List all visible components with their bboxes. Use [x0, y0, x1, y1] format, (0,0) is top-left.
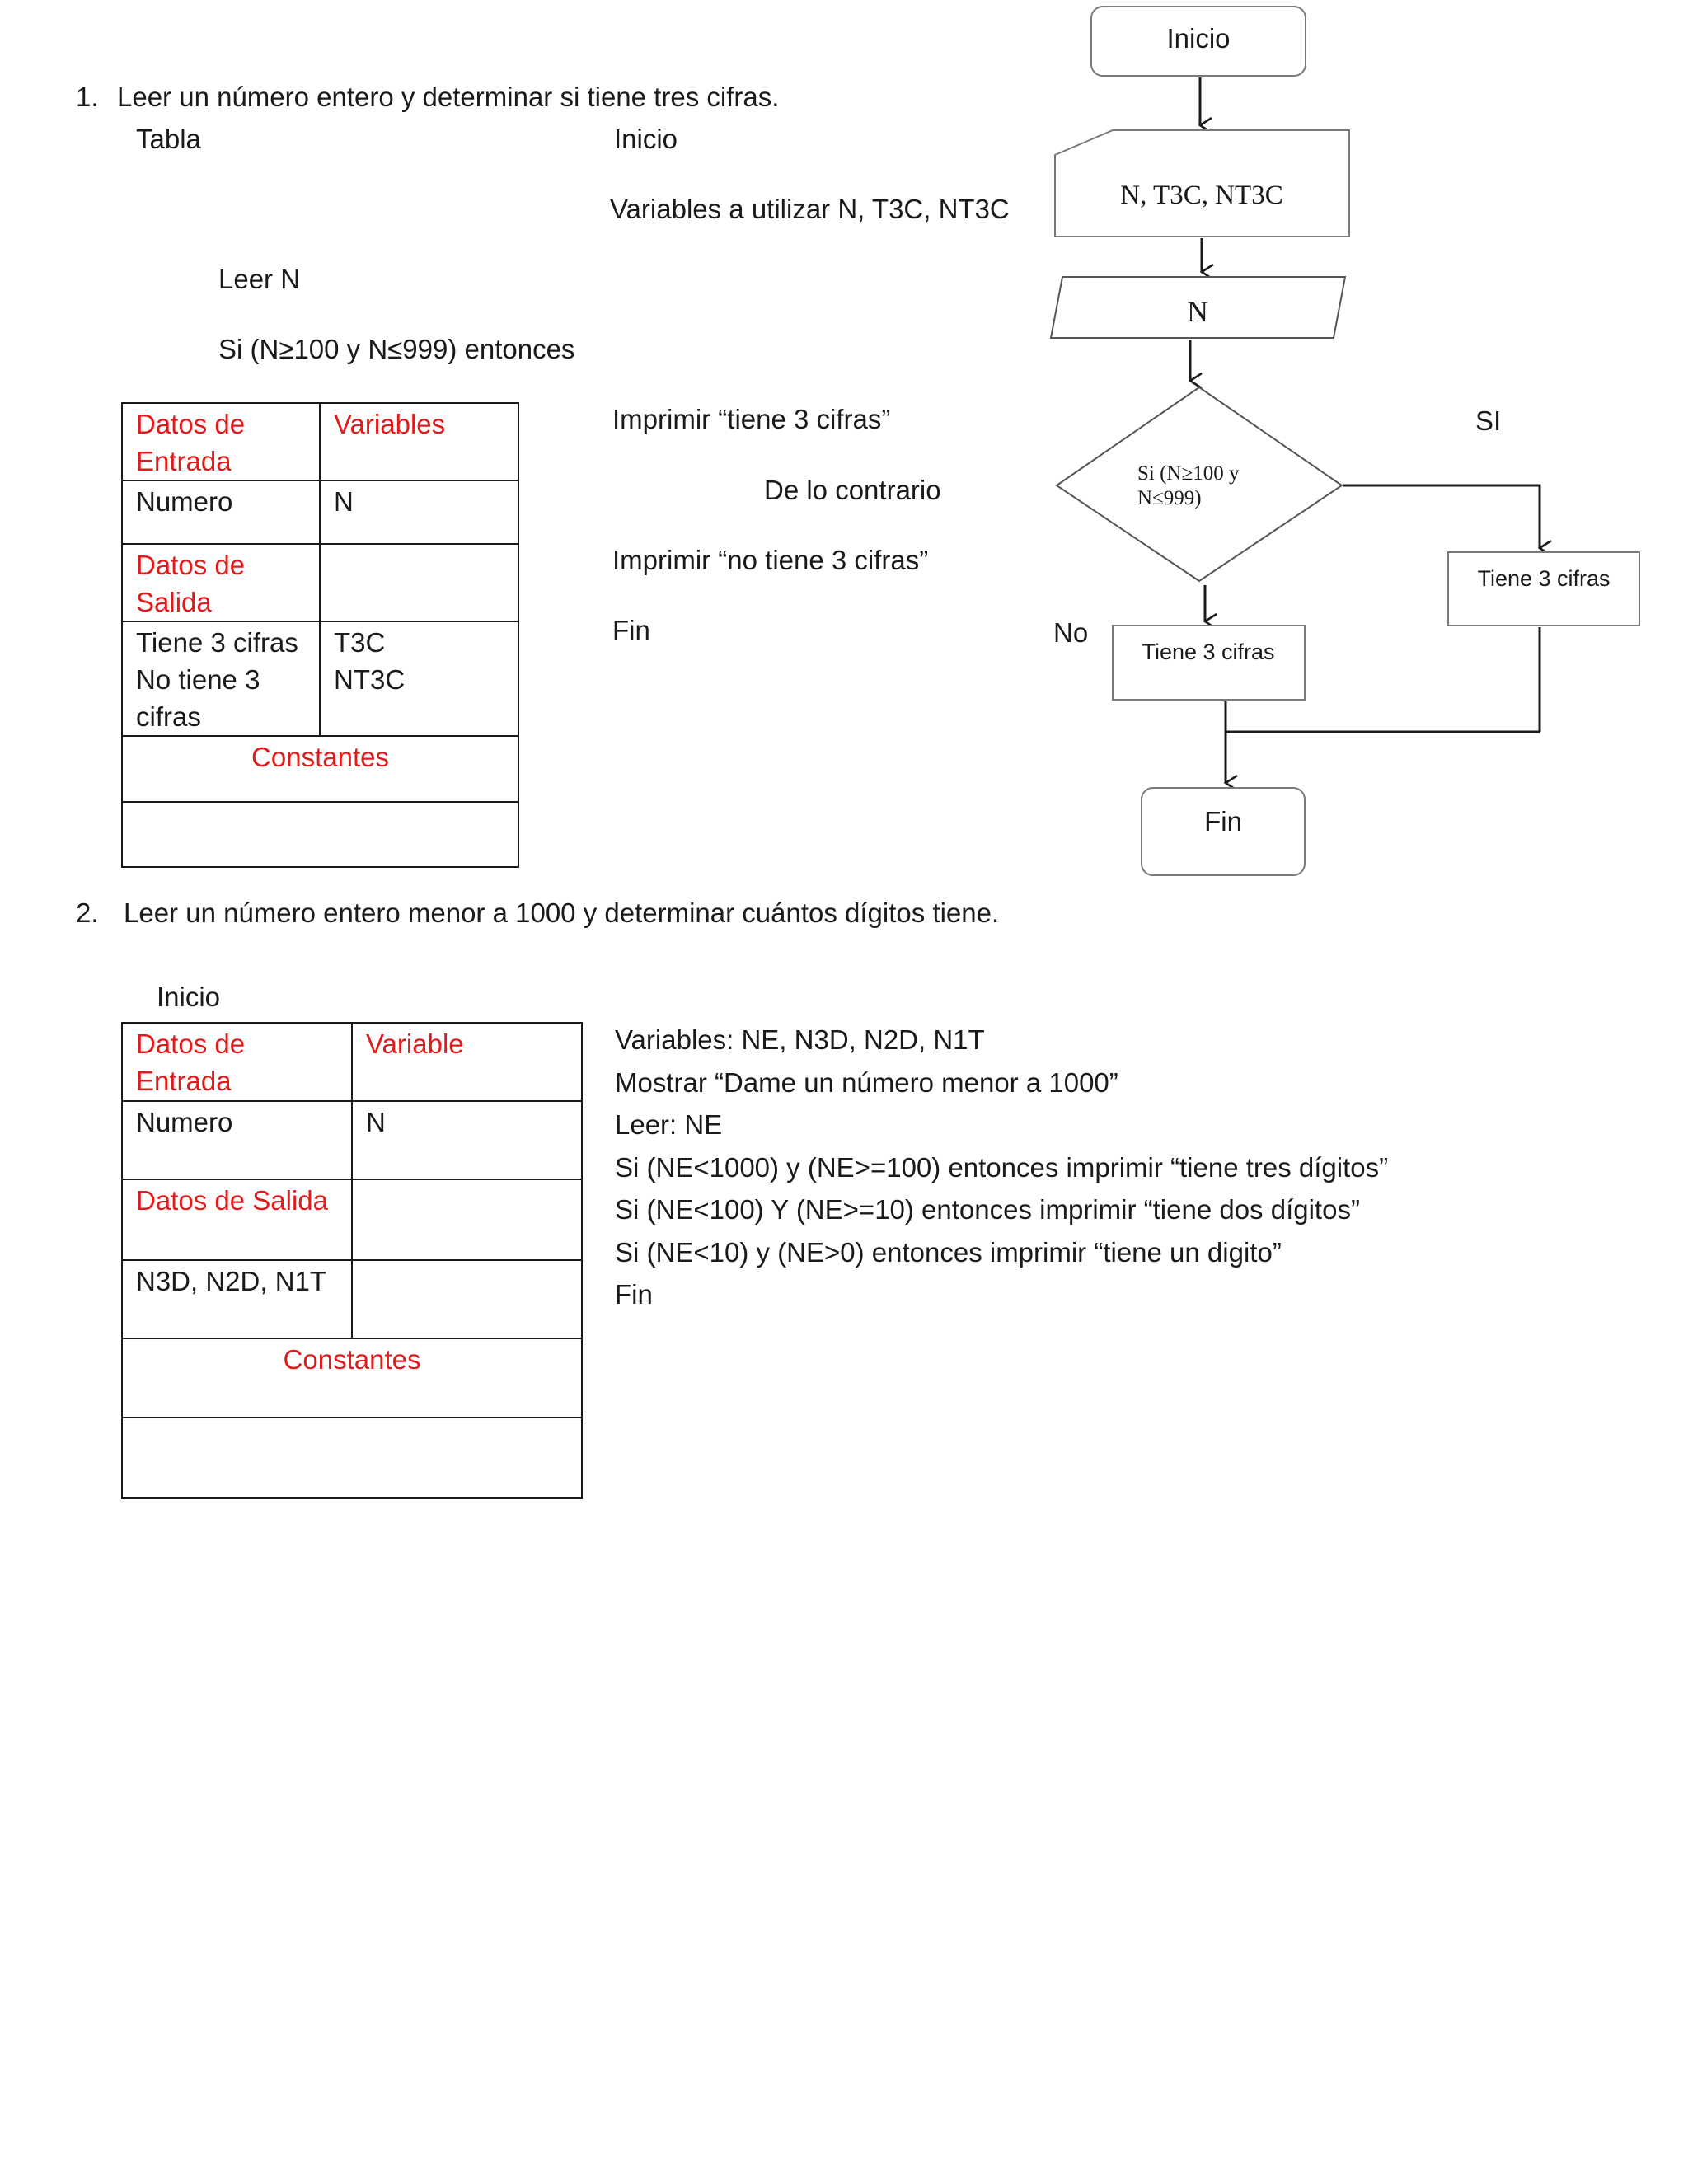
salida-vars-empty-cell-2	[351, 1259, 583, 1339]
pseudo1-fin: Fin	[612, 615, 650, 645]
flow-yes-label: SI	[1475, 405, 1501, 436]
flow-start-terminator	[1090, 6, 1306, 77]
constantes-empty-cell	[121, 801, 519, 868]
datos-salida-cell-2: Datos de Salida	[121, 1179, 353, 1261]
pseudo1-imprimir2: Imprimir “no tiene 3 cifras”	[612, 545, 929, 575]
section2-inicio: Inicio	[157, 982, 221, 1012]
flow-end-text: Fin	[1204, 806, 1242, 837]
salida-vars-cell-2: N3D, N2D, N1T	[121, 1259, 353, 1339]
section1-tabla-label: Tabla	[136, 124, 201, 154]
constantes-cell-2: Constantes	[121, 1338, 583, 1418]
numero-cell-2: Numero	[121, 1100, 353, 1180]
variable-header-cell-2: Variable	[351, 1022, 583, 1102]
flow-no-process-text: Tiene 3 cifras	[1142, 640, 1274, 664]
numero-cell: Numero	[121, 480, 321, 545]
pseudo2-line-3: Leer: NE	[615, 1109, 723, 1140]
n-cell-2: N	[351, 1100, 583, 1180]
pseudo2-line-2: Mostrar “Dame un número menor a 1000”	[615, 1067, 1118, 1098]
flow-input-parallelogram	[1049, 276, 1347, 339]
pseudo2-line-6: Si (NE<10) y (NE>0) entonces imprimir “t…	[615, 1237, 1282, 1268]
section2-number: 2.	[76, 898, 99, 928]
pseudo1-si: Si (N≥100 y N≤999) entonces	[218, 334, 575, 364]
flow-variables-shape	[1054, 129, 1350, 237]
datos-salida-empty-cell-2	[351, 1179, 583, 1261]
flow-end-terminator	[1141, 787, 1306, 876]
flow-input-text: N	[1187, 295, 1208, 328]
section1-heading: Leer un número entero y determinar si ti…	[117, 82, 780, 112]
pseudo2-line-5: Si (NE<100) Y (NE>=10) entonces imprimir…	[615, 1194, 1360, 1225]
constantes-cell: Constantes	[121, 735, 519, 803]
flow-no-label: No	[1053, 617, 1088, 648]
flow-decision-diamond	[1055, 386, 1343, 583]
flow-yes-connector	[1343, 484, 1540, 548]
datos-salida-empty-cell	[319, 543, 519, 622]
pseudo2-line-7: Fin	[615, 1279, 653, 1310]
flow-variables-text: N, T3C, NT3C	[1120, 180, 1282, 210]
flow-no-process-box	[1112, 625, 1306, 701]
pseudo1-leer: Leer N	[218, 264, 301, 294]
flow-yes-process-box	[1447, 551, 1640, 626]
section2-heading: Leer un número entero menor a 1000 y det…	[124, 898, 1000, 928]
flowchart: Inicio N, T3C, NT3C N Si (N≥100 y N≤999)…	[1049, 6, 1640, 876]
variables-header-cell: Variables	[319, 402, 519, 481]
pseudo1-contrario: De lo contrario	[764, 475, 941, 505]
section1-number: 1.	[76, 82, 99, 112]
pseudo1-variables: Variables a utilizar N, T3C, NT3C	[610, 194, 1010, 224]
flow-start-text: Inicio	[1166, 23, 1230, 54]
pseudo1-imprimir1: Imprimir “tiene 3 cifras”	[612, 404, 891, 434]
flow-decision-text: Si (N≥100 y N≤999)	[1137, 462, 1245, 509]
pseudo1-inicio: Inicio	[614, 124, 678, 154]
n-cell: N	[319, 480, 519, 545]
pseudo2-line-1: Variables: NE, N3D, N2D, N1T	[615, 1024, 985, 1055]
constantes-empty-cell-2	[121, 1417, 583, 1499]
pseudo2-line-4: Si (NE<1000) y (NE>=100) entonces imprim…	[615, 1152, 1389, 1183]
flow-yes-process-text: Tiene 3 cifras	[1477, 566, 1610, 591]
